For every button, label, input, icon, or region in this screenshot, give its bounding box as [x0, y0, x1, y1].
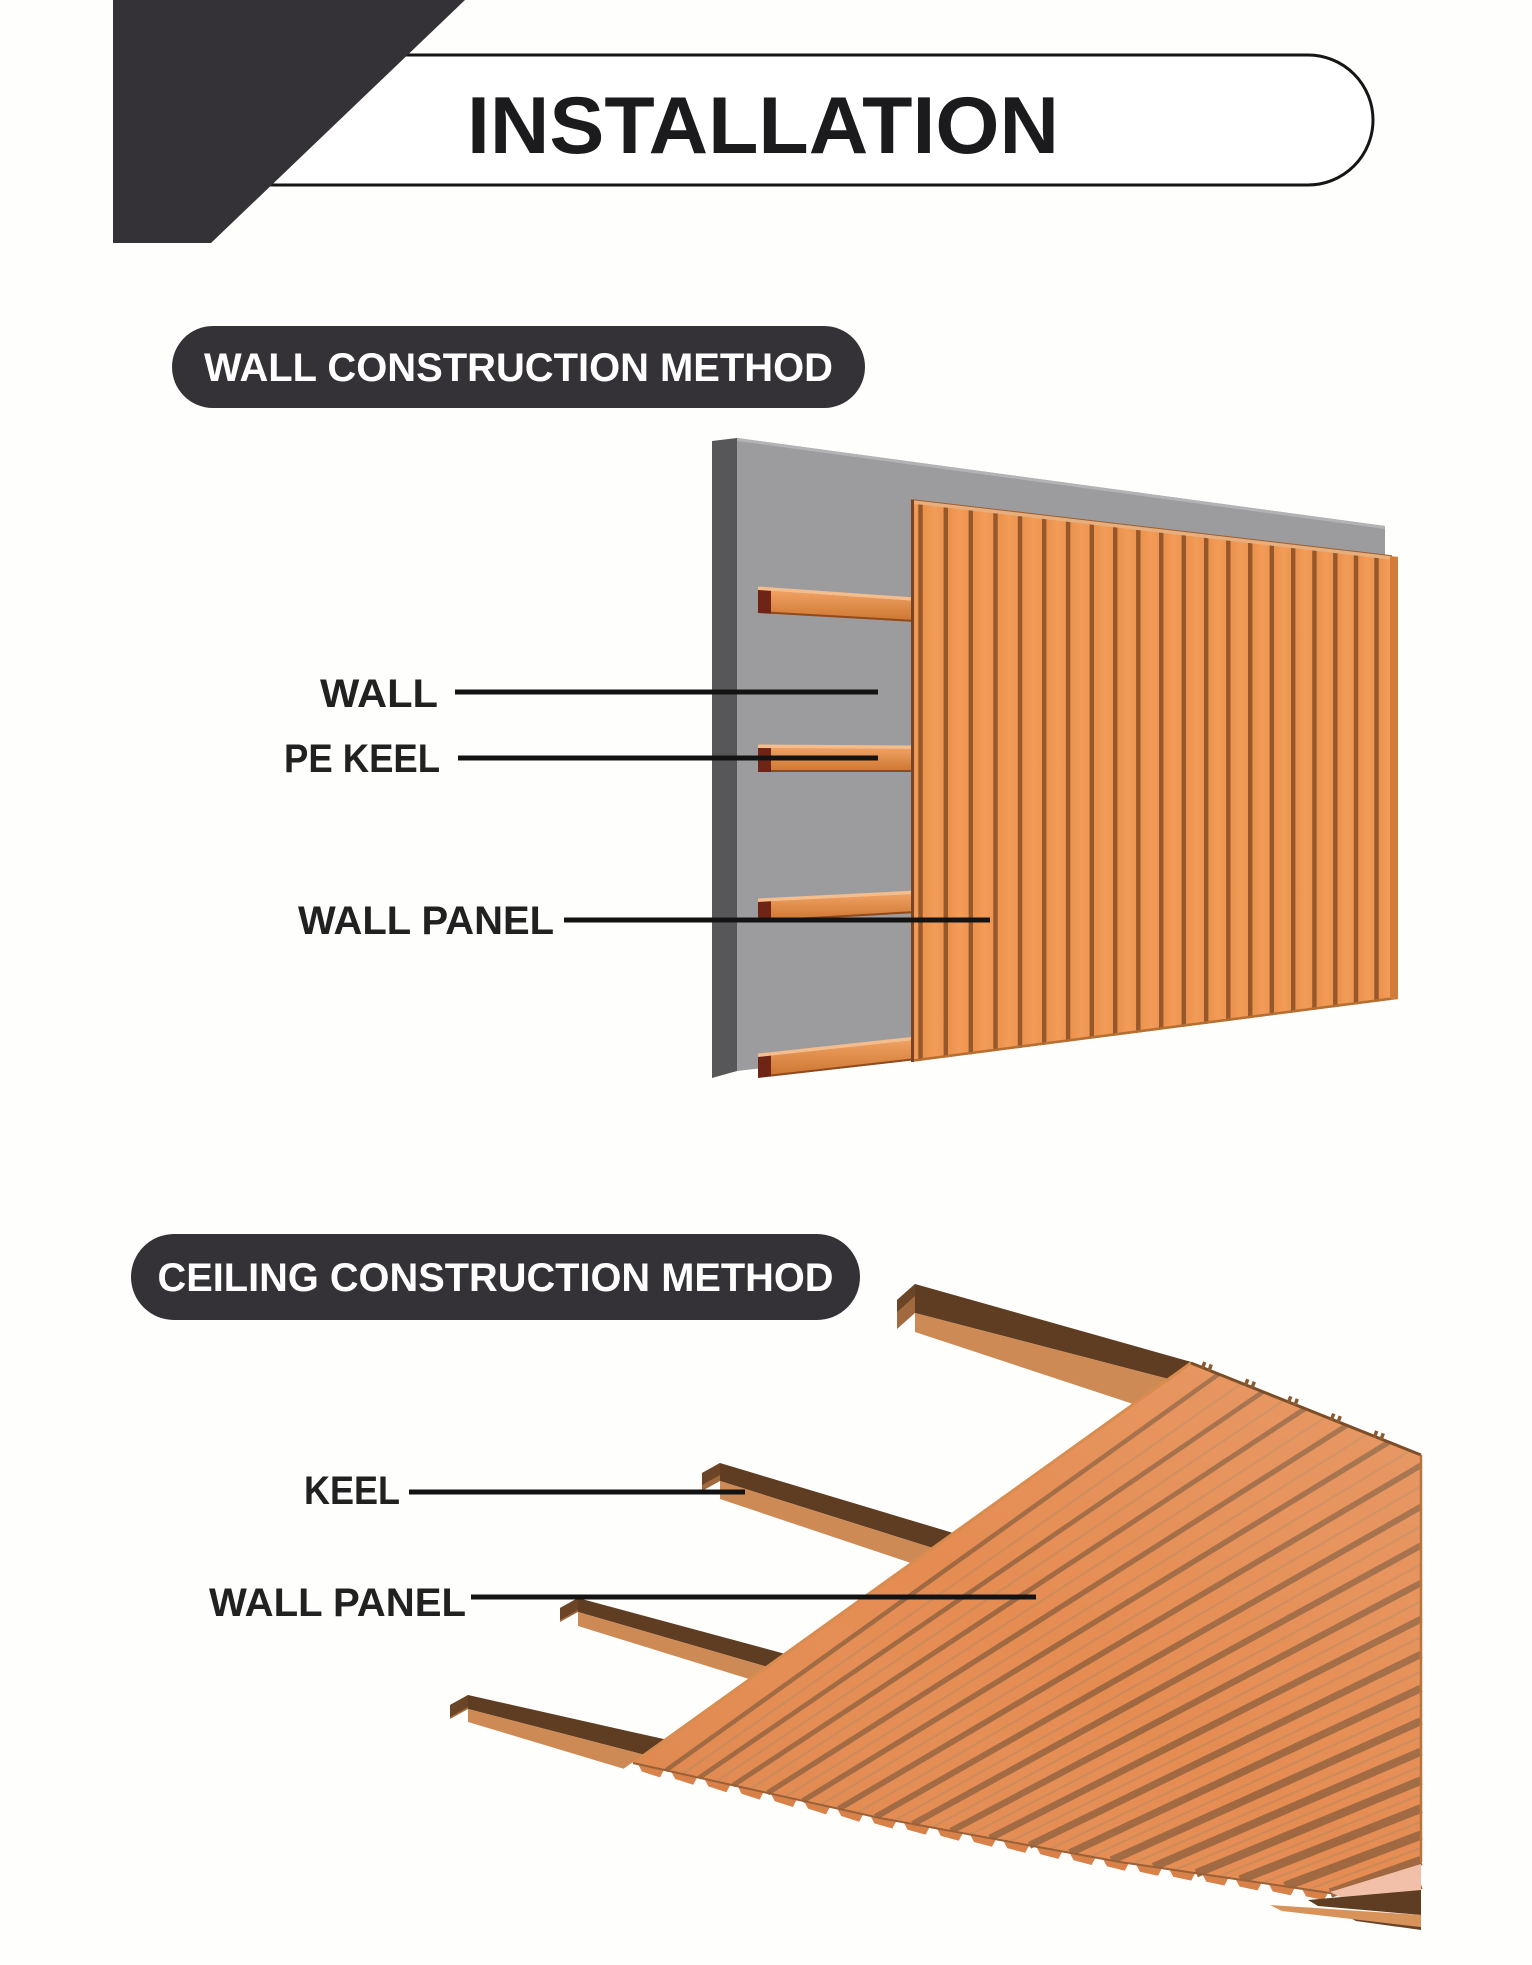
svg-text:WALL CONSTRUCTION METHOD: WALL CONSTRUCTION METHOD	[204, 346, 833, 390]
svg-text:WALL PANEL: WALL PANEL	[298, 899, 554, 943]
svg-text:WALL PANEL: WALL PANEL	[209, 1581, 466, 1625]
svg-text:CEILING CONSTRUCTION METHOD: CEILING CONSTRUCTION METHOD	[158, 1256, 834, 1300]
svg-text:WALL: WALL	[320, 672, 438, 716]
svg-text:PE KEEL: PE KEEL	[284, 737, 440, 781]
svg-text:KEEL: KEEL	[304, 1469, 400, 1513]
svg-text:INSTALLATION: INSTALLATION	[467, 81, 1059, 171]
